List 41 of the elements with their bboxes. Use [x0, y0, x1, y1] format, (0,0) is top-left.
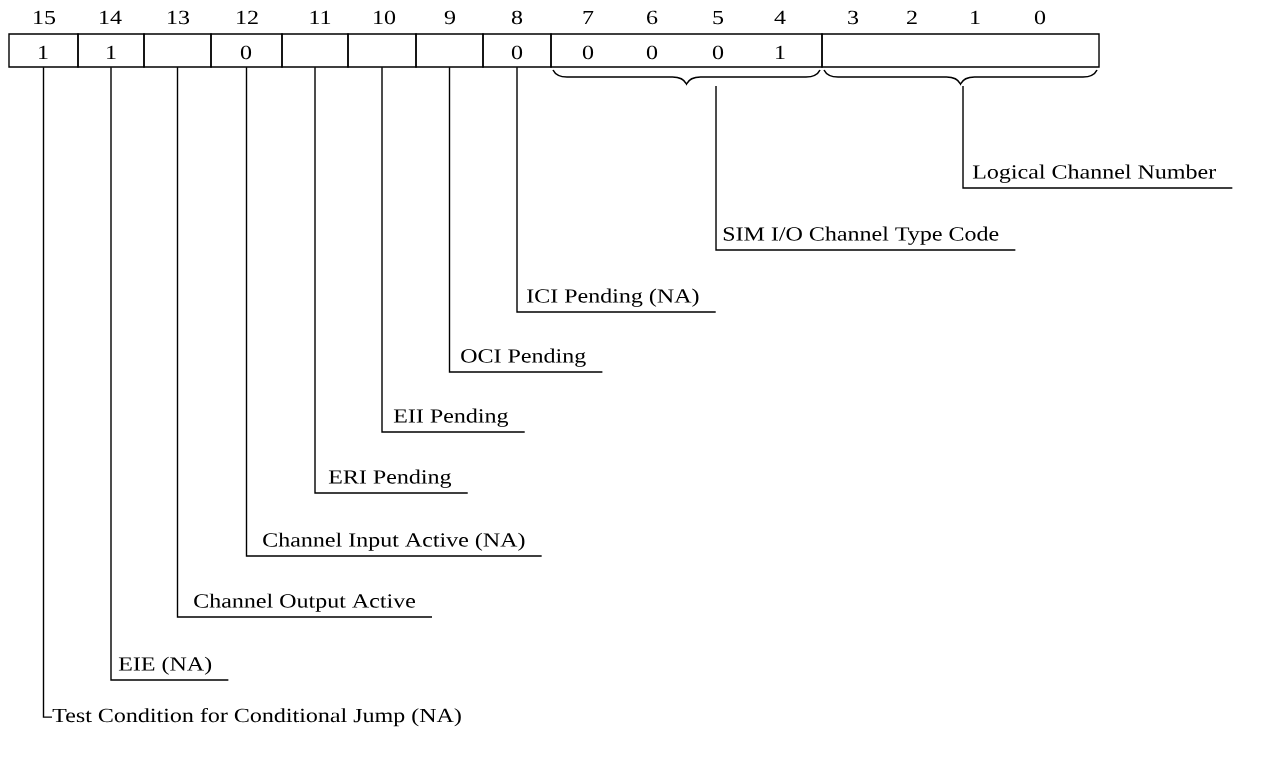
bit-number: 10 — [374, 10, 396, 25]
leader-line — [314, 66, 469, 494]
leader-line — [245, 66, 543, 557]
bit-field-brace — [821, 33, 1100, 85]
leader-line — [42, 66, 53, 718]
leader-line — [110, 66, 230, 681]
register-cell — [281, 33, 349, 68]
field-description: Test Condition for Conditional Jump (NA) — [52, 707, 461, 727]
leader-line — [176, 66, 433, 618]
register-cell: 1 — [77, 33, 145, 68]
leader-line — [715, 85, 1017, 251]
bit-number: 13 — [168, 10, 190, 25]
register-cell: 0 — [210, 33, 283, 68]
field-description: Logical Channel Number — [972, 164, 1216, 183]
field-description: SIM I/O Channel Type Code — [723, 226, 999, 245]
register-cell — [143, 33, 212, 68]
leader-line — [962, 85, 1234, 189]
bit-field-brace: 0 0 0 1 — [550, 33, 823, 85]
bit-number: 3 — [848, 10, 859, 25]
field-description: EII Pending — [393, 408, 509, 427]
register-cell — [347, 33, 417, 68]
field-description: Channel Input Active (NA) — [263, 532, 525, 551]
leader-line — [381, 66, 526, 433]
bit-number: 8 — [511, 10, 523, 25]
register-cell — [415, 33, 484, 68]
field-description: ERI Pending — [328, 469, 452, 488]
register-cell: 0 — [482, 33, 552, 68]
leader-line — [516, 66, 717, 313]
bit-number: 15 — [34, 10, 56, 25]
field-description: Channel Output Active — [194, 593, 415, 612]
bit-number: 9 — [444, 10, 455, 25]
field-description: OCI Pending — [461, 348, 586, 367]
register-cell: 1 — [8, 33, 79, 68]
field-description: EIE (NA) — [118, 656, 212, 675]
bit-number: 12 — [237, 10, 258, 24]
field-description: ICI Pending (NA) — [527, 288, 699, 307]
bit-number: 11 — [310, 10, 331, 24]
leader-line — [448, 66, 604, 373]
bit-number: 7 — [583, 10, 594, 24]
bit-number: 4 — [774, 10, 786, 24]
bit-number: 14 — [100, 10, 122, 24]
